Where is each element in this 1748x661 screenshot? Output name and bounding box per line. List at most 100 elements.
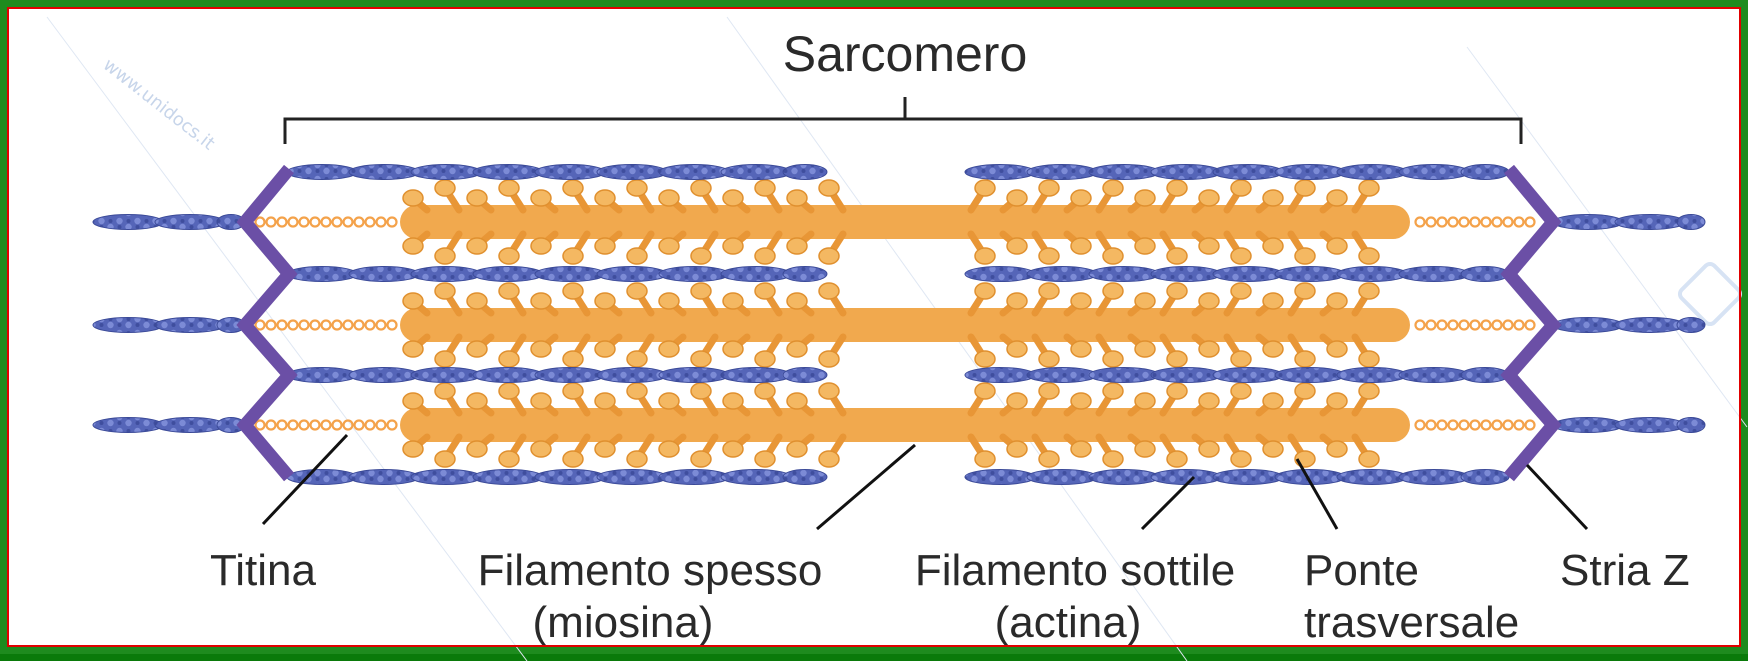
myosin-head	[1262, 292, 1284, 310]
actin-bead	[1212, 164, 1284, 180]
myosin-head	[498, 282, 520, 300]
myosin-head	[818, 450, 840, 468]
actin-bead	[1614, 317, 1686, 333]
myosin-head	[1038, 282, 1060, 300]
actin-bead	[1026, 164, 1098, 180]
myosin-head	[466, 392, 488, 410]
actin-bead	[720, 164, 792, 180]
myosin-head	[1358, 382, 1380, 400]
titin-spring	[254, 319, 398, 331]
titin-coil	[1425, 216, 1437, 228]
myosin-head	[690, 247, 712, 265]
myosin-head	[1006, 292, 1028, 310]
actin-bead	[658, 266, 730, 282]
actin-bead	[1398, 266, 1470, 282]
myosin-head	[1070, 392, 1092, 410]
label-thin-filament-line1: Filamento sottile	[915, 546, 1235, 595]
actin-bead	[410, 469, 482, 485]
actin-bead	[154, 417, 226, 433]
actin-bead	[472, 469, 544, 485]
myosin-head	[818, 282, 840, 300]
myosin-head	[1326, 237, 1348, 255]
actin-bead	[782, 367, 828, 383]
myosin-head	[562, 450, 584, 468]
myosin-head	[690, 350, 712, 368]
myosin-head	[1358, 450, 1380, 468]
actin-bead	[596, 164, 668, 180]
myosin-head	[974, 450, 996, 468]
myosin-head	[466, 440, 488, 458]
leader-z-line	[1525, 463, 1589, 531]
actin-bead	[1088, 266, 1160, 282]
myosin-head	[1262, 340, 1284, 358]
myosin-head	[1006, 340, 1028, 358]
thick-filament	[400, 382, 1410, 468]
actin-bead	[286, 469, 358, 485]
titin-coil	[1458, 419, 1470, 431]
actin-bead	[1460, 164, 1510, 180]
myosin-head	[818, 179, 840, 197]
actin-bead	[1212, 469, 1284, 485]
actin-bead	[1336, 367, 1408, 383]
titin-coil	[331, 319, 343, 331]
actin-bead	[964, 367, 1036, 383]
myosin-head	[530, 340, 552, 358]
myosin-head	[1102, 247, 1124, 265]
titin-coil	[1513, 319, 1525, 331]
myosin-backbone	[400, 308, 1410, 342]
thin-filament-outer-left	[92, 317, 246, 333]
myosin-head	[1326, 340, 1348, 358]
myosin-head	[754, 282, 776, 300]
myosin-head	[466, 189, 488, 207]
titin-coil	[1480, 319, 1492, 331]
thin-filament-left	[286, 164, 828, 180]
myosin-head	[1166, 450, 1188, 468]
titin-coil	[1469, 319, 1481, 331]
myosin-head	[1102, 282, 1124, 300]
actin-bead	[410, 367, 482, 383]
myosin-head	[530, 237, 552, 255]
actin-bead	[1614, 214, 1686, 230]
thin-filament-outer-left	[92, 417, 246, 433]
myosin-head	[1006, 189, 1028, 207]
myosin-head	[562, 382, 584, 400]
titin-coil	[1502, 216, 1514, 228]
myosin-head	[466, 292, 488, 310]
titin-coil	[375, 216, 387, 228]
myosin-head	[1262, 392, 1284, 410]
myosin-head	[1038, 350, 1060, 368]
actin-bead	[1274, 266, 1346, 282]
myosin-head	[530, 440, 552, 458]
myosin-head	[722, 392, 744, 410]
titin-spring	[254, 419, 398, 431]
actin-bead	[782, 469, 828, 485]
myosin-head	[1230, 282, 1252, 300]
myosin-head	[754, 350, 776, 368]
titin-coil	[364, 319, 376, 331]
titin-coil	[1491, 216, 1503, 228]
myosin-head	[722, 340, 744, 358]
titin-coil	[386, 319, 398, 331]
myosin-head	[1070, 292, 1092, 310]
titin-coil	[309, 419, 321, 431]
actin-bead	[1676, 317, 1706, 333]
myosin-head	[818, 382, 840, 400]
titin-coil	[1436, 419, 1448, 431]
titin-coil	[375, 319, 387, 331]
actin-bead	[472, 164, 544, 180]
titin-coil	[1524, 216, 1536, 228]
myosin-head	[690, 450, 712, 468]
actin-bead	[534, 266, 606, 282]
thin-filament-left	[286, 469, 828, 485]
titin-coil	[342, 216, 354, 228]
myosin-head	[1006, 392, 1028, 410]
myosin-head	[658, 237, 680, 255]
titin-coil	[254, 319, 266, 331]
myosin-head	[594, 440, 616, 458]
titin-coil	[265, 216, 277, 228]
leader-thin-filament	[1140, 475, 1196, 531]
z-line-right	[1500, 164, 1562, 482]
actin-bead	[720, 469, 792, 485]
myosin-head	[754, 179, 776, 197]
actin-bead	[596, 469, 668, 485]
